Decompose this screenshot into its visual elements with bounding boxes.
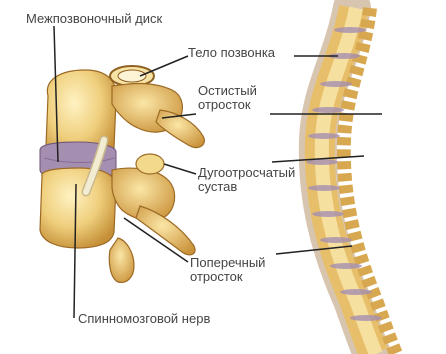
- spine-disc-9: [320, 237, 352, 243]
- label-spinal-nerve: Спинномозговой нерв: [78, 312, 210, 326]
- spine-disc-5: [308, 133, 340, 139]
- vertebra-closeup: [40, 66, 204, 282]
- spine-disc-8: [312, 211, 344, 217]
- label-transverse-process: Поперечный отросток: [190, 256, 286, 284]
- spinal-column: [318, 8, 396, 354]
- spine-disc-10: [330, 263, 362, 269]
- leader-body: [140, 56, 188, 76]
- spine-disc-12: [350, 315, 382, 321]
- label-spinous-process: Остистый отросток: [198, 84, 278, 112]
- label-vertebral-body: Тело позвонка: [188, 46, 275, 60]
- label-facet-joint: Дугоотросчатый сустав: [198, 166, 298, 194]
- lower-vertebral-body: [40, 168, 116, 248]
- spine-disc-3: [320, 81, 352, 87]
- spine-disc-4: [312, 107, 344, 113]
- leader-facet: [164, 164, 196, 174]
- spine-disc-1: [334, 27, 366, 33]
- facet-joint: [136, 154, 164, 174]
- spine-disc-11: [340, 289, 372, 295]
- label-intervertebral-disc: Межпозвоночный диск: [26, 12, 162, 26]
- spine-disc-7: [308, 185, 340, 191]
- lower-spinous-process: [109, 238, 134, 282]
